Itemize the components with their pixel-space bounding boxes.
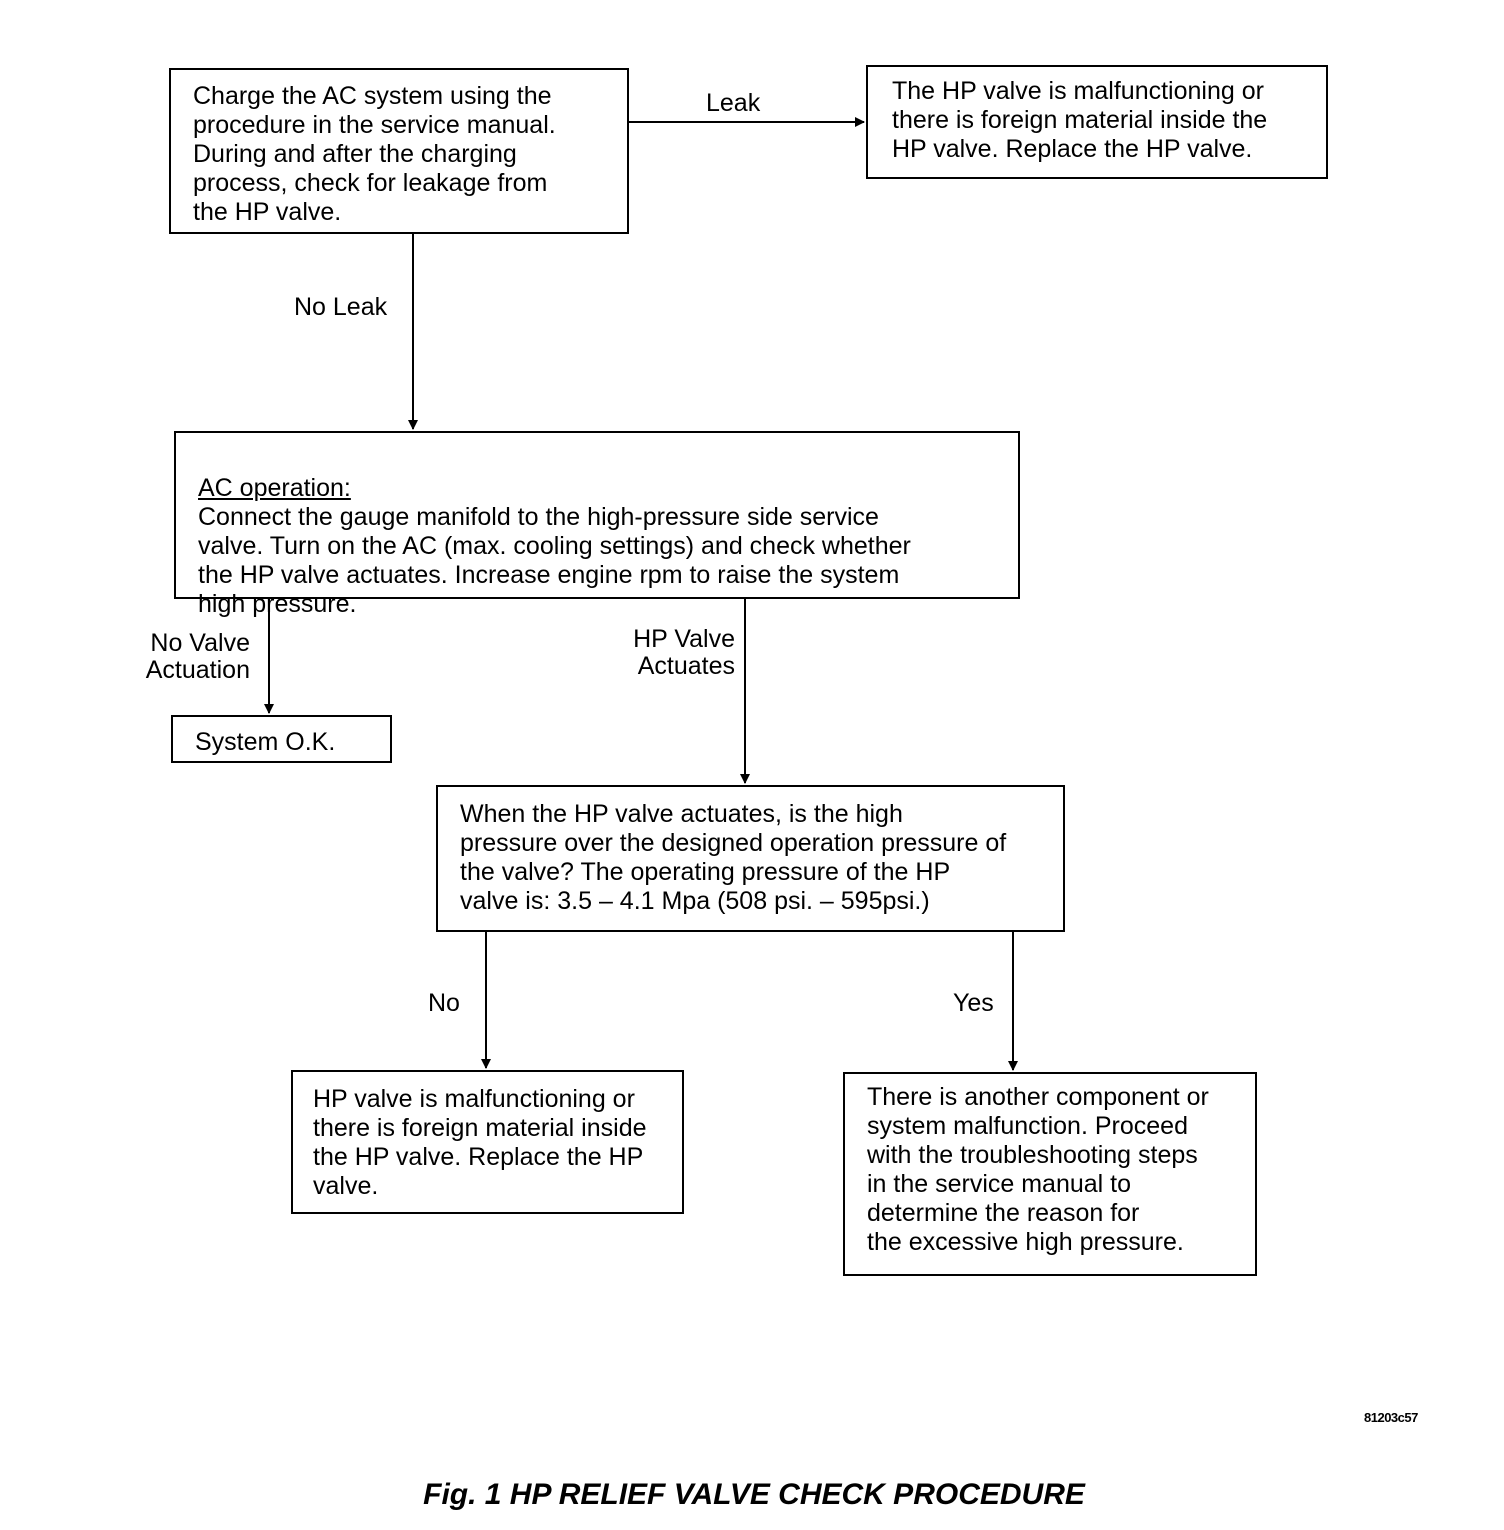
replace-valve-box: HP valve is malfunctioning or there is f… — [291, 1070, 684, 1214]
leak-label: Leak — [706, 89, 761, 117]
ac-operation-text: Connect the gauge manifold to the high-p… — [198, 503, 911, 618]
ac-operation-step-box: AC operation:Connect the gauge manifold … — [174, 431, 1020, 618]
figure-id: 81203c57 — [1364, 1410, 1418, 1425]
leak-result-box: The HP valve is malfunctioning or there … — [866, 65, 1328, 179]
pressure-question-box: When the HP valve actuates, is the high … — [436, 785, 1065, 932]
hp-valve-actuates-label: HP Valve Actuates — [633, 625, 735, 680]
figure-caption: Fig. 1 HP RELIEF VALVE CHECK PROCEDURE — [423, 1478, 1085, 1511]
ac-operation-heading: AC operation: — [198, 474, 351, 502]
no-leak-label: No Leak — [294, 293, 388, 321]
yes-label: Yes — [953, 989, 994, 1017]
charge-system-step-box: Charge the AC system using the procedure… — [169, 68, 629, 234]
no-label: No — [428, 989, 460, 1017]
other-malfunction-box: There is another component or system mal… — [843, 1072, 1257, 1276]
system-ok-box: System O.K. — [171, 715, 392, 763]
no-valve-actuation-label: No Valve Actuation — [145, 629, 250, 684]
